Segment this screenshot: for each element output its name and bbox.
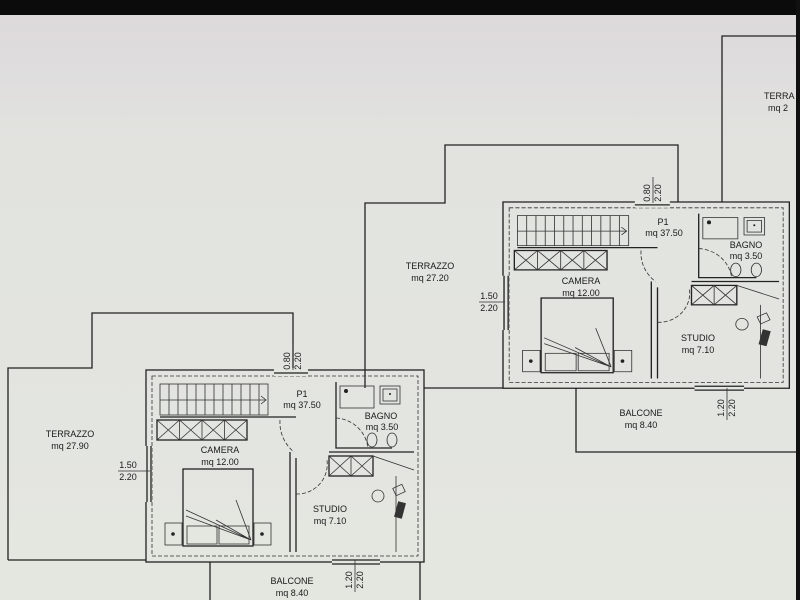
terrace-label: TERRAZZO xyxy=(46,429,95,439)
bagno-label: BAGNO xyxy=(365,411,398,421)
door-height: 2.20 xyxy=(653,184,663,202)
balcony-area: mq 8.40 xyxy=(625,420,658,430)
terrace-area: mq 27.90 xyxy=(51,441,89,451)
studio-label: STUDIO xyxy=(313,504,347,514)
balcony-1-outline xyxy=(209,562,421,600)
apartment-plan-1 xyxy=(143,367,425,567)
bagno-label: BAGNO xyxy=(730,240,763,250)
partial-terrace-area: mq 2 xyxy=(768,103,788,113)
camera-label: CAMERA xyxy=(562,276,601,286)
window-left-height: 2.20 xyxy=(480,303,498,313)
unit-1-labels: TERRAZZO mq 27.90 P1 mq 37.50 BAGNO mq 3… xyxy=(46,345,399,598)
unit-2-labels: TERRAZZO mq 27.20 P1 mq 37.50 BAGNO mq 3… xyxy=(406,177,763,430)
terrace-label: TERRAZZO xyxy=(406,261,455,271)
studio-area: mq 7.10 xyxy=(314,516,347,526)
window-bottom-width: 1.20 xyxy=(344,571,354,589)
monitor-bezel-top xyxy=(0,0,800,15)
terrace-area: mq 27.20 xyxy=(411,273,449,283)
terrace-1-outline xyxy=(7,312,294,560)
p1-label: P1 xyxy=(296,389,307,399)
partial-terrace-label: TERRA xyxy=(764,91,795,101)
bagno-area: mq 3.50 xyxy=(730,251,763,261)
balcony-label: BALCONE xyxy=(619,408,662,418)
terrace-3-outline xyxy=(721,35,800,202)
window-left-width: 1.50 xyxy=(119,460,137,470)
window-bottom-width: 1.20 xyxy=(716,399,726,417)
studio-label: STUDIO xyxy=(681,333,715,343)
balcony-area: mq 8.40 xyxy=(276,588,309,598)
monitor-bezel-right xyxy=(796,0,800,600)
p1-area: mq 37.50 xyxy=(645,228,683,238)
balcony-label: BALCONE xyxy=(270,576,313,586)
bagno-area: mq 3.50 xyxy=(366,422,399,432)
camera-area: mq 12.00 xyxy=(562,288,600,298)
door-width: 0.80 xyxy=(642,184,652,202)
p1-label: P1 xyxy=(657,217,668,227)
studio-area: mq 7.10 xyxy=(682,345,715,355)
camera-label: CAMERA xyxy=(201,445,240,455)
p1-area: mq 37.50 xyxy=(283,400,321,410)
door-height: 2.20 xyxy=(293,352,303,370)
window-bottom-height: 2.20 xyxy=(727,399,737,417)
camera-area: mq 12.00 xyxy=(201,457,239,467)
terrace-2-outline xyxy=(364,144,679,388)
window-left-height: 2.20 xyxy=(119,472,137,482)
door-width: 0.80 xyxy=(282,352,292,370)
window-bottom-height: 2.20 xyxy=(355,571,365,589)
balcony-2-outline xyxy=(575,388,797,453)
window-left-width: 1.50 xyxy=(480,291,498,301)
